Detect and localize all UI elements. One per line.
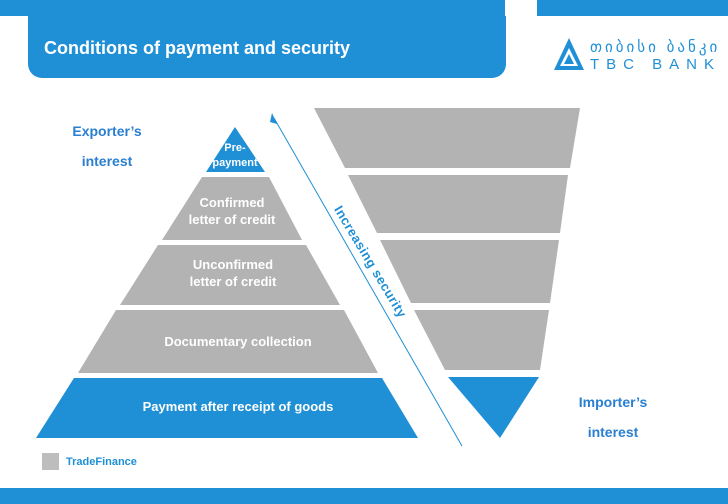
importer-tier-5 — [448, 377, 539, 438]
logo-mark-icon — [554, 38, 584, 70]
importer-tier-4 — [414, 310, 549, 370]
importer-tier-1 — [314, 108, 580, 168]
tier-label-unconfirmed-lc: Unconfirmed letter of credit — [189, 257, 277, 289]
exporter-interest-label: Exporter’s interest — [72, 123, 142, 169]
importer-tier-3 — [380, 240, 559, 303]
tier-label-prepayment: Pre- payment — [212, 142, 258, 169]
tbc-bank-logo: თიბისი ბანკი TBC BANK — [552, 36, 717, 76]
bottom-bar — [0, 488, 728, 504]
top-bar — [0, 0, 728, 16]
importer-tier-2 — [348, 175, 568, 233]
importer-interest-label: Importer’s interest — [578, 394, 648, 440]
tier-label-confirmed-lc: Confirmed letter of credit — [188, 195, 276, 227]
security-arrow-head — [270, 113, 277, 124]
logo-georgian-text: თიბისი ბანკი — [590, 38, 721, 56]
footer-label: TradeFinance — [66, 456, 137, 468]
pyramid-tier-confirmed-lc — [162, 177, 302, 240]
logo-latin-text: TBC BANK — [590, 56, 722, 73]
pyramid-tier-unconfirmed-lc — [120, 245, 340, 305]
top-bar-gap — [505, 0, 537, 16]
footer-square-icon — [42, 453, 59, 470]
tier-label-payment-after-goods: Payment after receipt of goods — [142, 399, 334, 414]
pyramid-tier-documentary-collection — [78, 310, 378, 373]
tier-label-documentary-collection: Documentary collection — [164, 334, 312, 349]
pyramid-tier-prepayment — [206, 127, 265, 172]
page-title: Conditions of payment and security — [44, 38, 351, 58]
header-banner: Conditions of payment and security — [28, 16, 506, 78]
security-arrow-line — [273, 117, 463, 447]
pyramid-tier-payment-after-goods — [36, 378, 418, 438]
